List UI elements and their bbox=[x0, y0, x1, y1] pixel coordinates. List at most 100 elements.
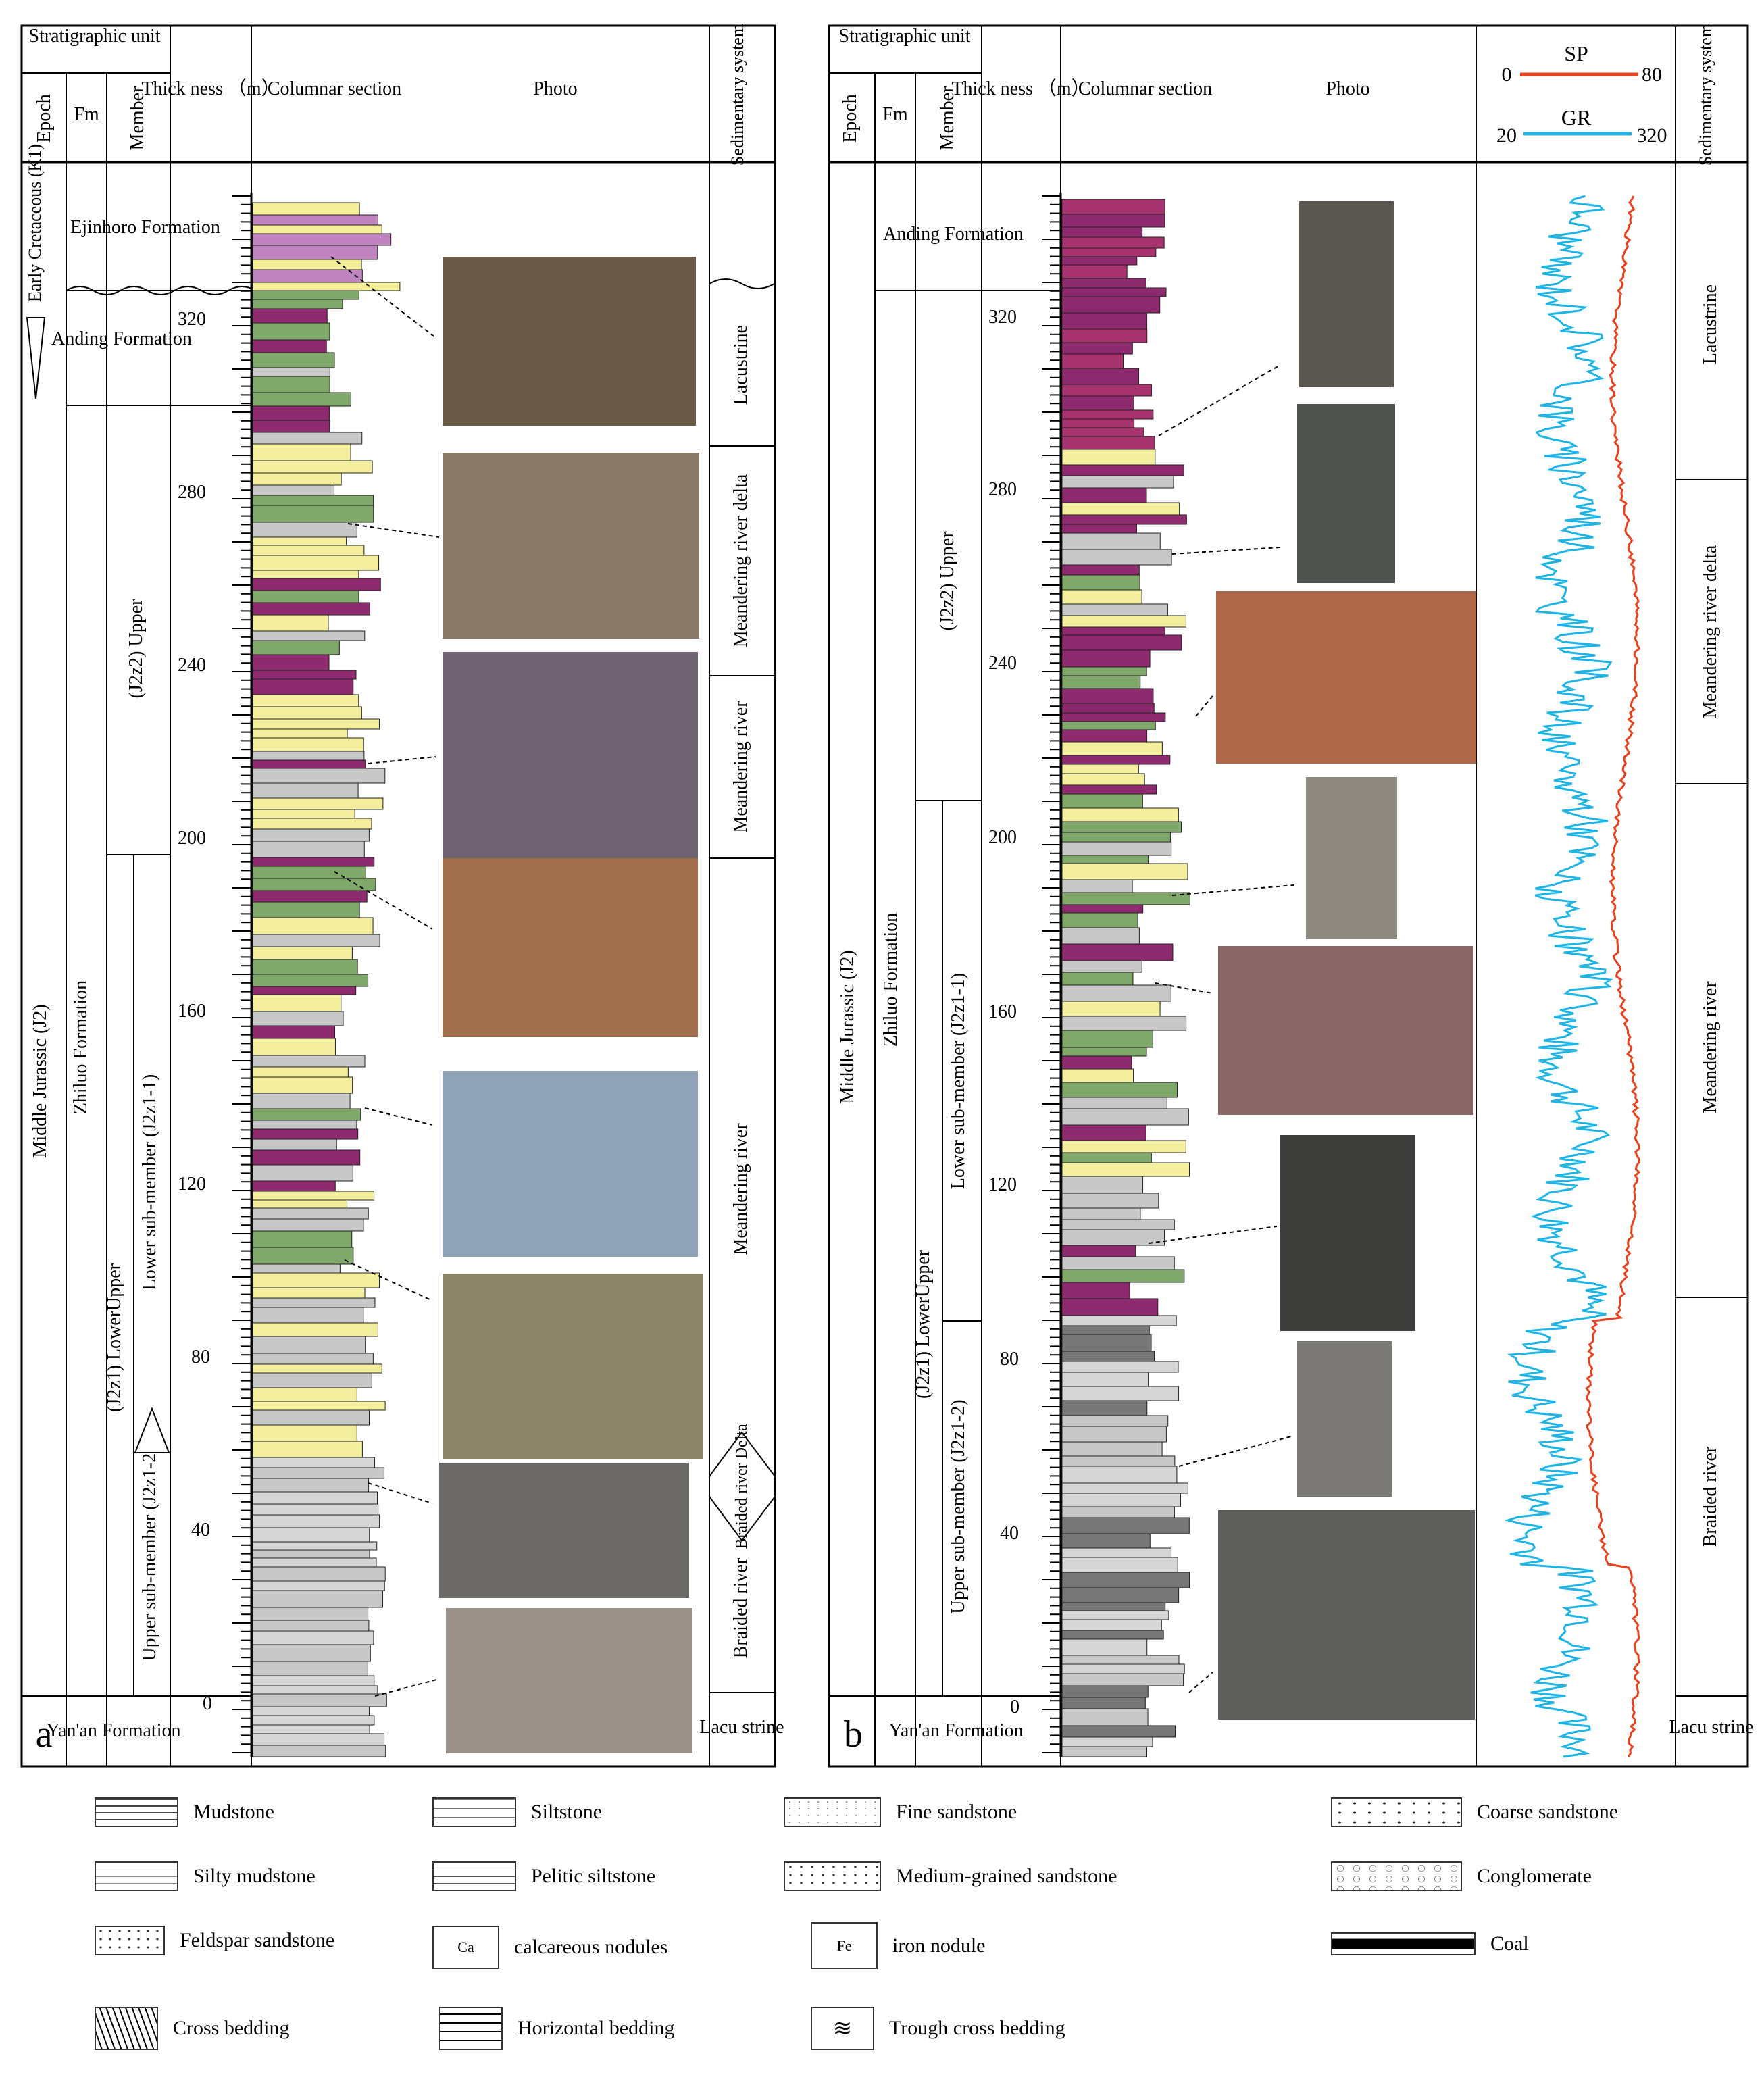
header-thickness: Thick ness （m） bbox=[951, 78, 1090, 99]
bed bbox=[1061, 1441, 1163, 1457]
bed bbox=[1061, 1219, 1175, 1230]
bed bbox=[1061, 741, 1163, 756]
bed bbox=[252, 245, 378, 260]
bed bbox=[1061, 296, 1161, 314]
bed bbox=[252, 1693, 387, 1707]
bed bbox=[1061, 1325, 1150, 1335]
tick-label-200: 200 bbox=[178, 828, 206, 849]
bed bbox=[1061, 1400, 1148, 1416]
cross-bedding-icon bbox=[95, 2007, 158, 2050]
bed bbox=[1061, 524, 1137, 534]
tick-label-160: 160 bbox=[178, 1001, 206, 1022]
bed bbox=[1061, 729, 1148, 743]
bed bbox=[1061, 927, 1140, 945]
bed bbox=[1061, 427, 1144, 437]
formation-zhiluo: Zhiluo Formation bbox=[880, 913, 901, 1047]
bed bbox=[252, 322, 330, 341]
bed bbox=[252, 420, 330, 433]
bed bbox=[252, 1685, 378, 1695]
member-lower-upper: (J2z1) LowerUpper bbox=[104, 1263, 125, 1412]
tick-label-320: 320 bbox=[178, 309, 206, 330]
bed bbox=[252, 1457, 376, 1468]
tick-label-240: 240 bbox=[988, 653, 1017, 674]
feldspar-sandstone-swatch bbox=[95, 1926, 165, 1955]
header-member: Member bbox=[937, 86, 958, 151]
legend-item-medium-grained-sandstone: Medium-grained sandstone bbox=[784, 1861, 1117, 1891]
bed bbox=[252, 1336, 366, 1354]
bed bbox=[252, 224, 382, 234]
bed bbox=[252, 706, 362, 720]
trough-cross-bedding-icon: ≋ bbox=[811, 2007, 874, 2050]
bed bbox=[1061, 532, 1161, 550]
core-photo bbox=[1299, 201, 1394, 387]
bed bbox=[1061, 1351, 1155, 1362]
bed bbox=[1061, 649, 1151, 668]
bed bbox=[252, 460, 373, 474]
tick-label-120: 120 bbox=[178, 1174, 206, 1195]
unconformity-line-right bbox=[709, 278, 775, 289]
bed bbox=[1061, 247, 1157, 257]
bed bbox=[1061, 841, 1172, 856]
bed bbox=[252, 1218, 364, 1232]
bed bbox=[252, 299, 343, 309]
header-columnar: Columnar section bbox=[268, 78, 401, 99]
tick-label-240: 240 bbox=[178, 655, 206, 676]
bed bbox=[252, 522, 357, 538]
bed bbox=[1061, 764, 1139, 774]
bed bbox=[1061, 712, 1166, 722]
bed bbox=[252, 214, 378, 226]
bed bbox=[252, 670, 357, 680]
bed bbox=[1061, 514, 1187, 525]
bed bbox=[252, 1620, 370, 1632]
tick-label-80: 80 bbox=[1000, 1349, 1019, 1370]
bed bbox=[1061, 395, 1135, 411]
bed bbox=[1061, 549, 1172, 566]
thickness-tick-labels: 0 40 80 120 160 200 240 280 320 bbox=[178, 309, 212, 1714]
bed bbox=[1061, 342, 1133, 355]
tick-label-120: 120 bbox=[988, 1174, 1017, 1195]
bed bbox=[1061, 1655, 1180, 1665]
bed bbox=[252, 1322, 378, 1337]
system-meandering-delta: Meandering river delta bbox=[730, 474, 751, 647]
bed bbox=[1061, 807, 1179, 822]
system-lacustrine: Lacustrine bbox=[730, 325, 751, 405]
columnar-section bbox=[252, 202, 401, 1757]
gr-log-curve bbox=[1504, 195, 1613, 1758]
header-member: Member bbox=[127, 86, 148, 151]
legend-label: Silty mudstone bbox=[193, 1865, 316, 1887]
legend-item-conglomerate: Conglomerate bbox=[1331, 1861, 1592, 1891]
bed bbox=[252, 202, 360, 216]
bed bbox=[252, 890, 368, 903]
header-fm: Fm bbox=[882, 104, 908, 125]
bed bbox=[1061, 943, 1174, 961]
header-epoch: Epoch bbox=[34, 94, 55, 143]
legend-label: calcareous nodules bbox=[514, 1936, 668, 1958]
bed bbox=[252, 1025, 336, 1039]
bed bbox=[252, 841, 365, 858]
bed bbox=[252, 233, 392, 246]
bed bbox=[252, 367, 330, 377]
bed bbox=[1061, 603, 1168, 616]
bed bbox=[1061, 1663, 1185, 1674]
legend-label: Medium-grained sandstone bbox=[896, 1865, 1117, 1887]
bed bbox=[252, 536, 347, 546]
bed bbox=[1061, 226, 1143, 238]
sp-log-curve bbox=[1585, 195, 1641, 1757]
bed bbox=[1061, 1572, 1190, 1588]
member-lower-sub: Lower sub-member (J2z1-1) bbox=[139, 1074, 160, 1291]
legend-item-cross-bedding: Cross bedding bbox=[95, 2007, 290, 2050]
bed bbox=[252, 630, 366, 641]
bed bbox=[252, 917, 374, 935]
system-meandering-river-1: Meandering river bbox=[730, 701, 751, 833]
bed bbox=[252, 828, 370, 842]
unconformity-line bbox=[66, 286, 283, 295]
sp-min: 0 bbox=[1502, 64, 1512, 86]
bed bbox=[252, 1038, 336, 1056]
formation-anding: Anding Formation bbox=[883, 224, 1024, 245]
bed bbox=[252, 1527, 370, 1543]
bed bbox=[1061, 1001, 1161, 1017]
bed bbox=[252, 545, 365, 556]
bed bbox=[252, 392, 352, 407]
member-lower-sub: Lower sub-member (J2z1-1) bbox=[948, 973, 969, 1189]
member-divider-arrow bbox=[134, 1407, 170, 1453]
